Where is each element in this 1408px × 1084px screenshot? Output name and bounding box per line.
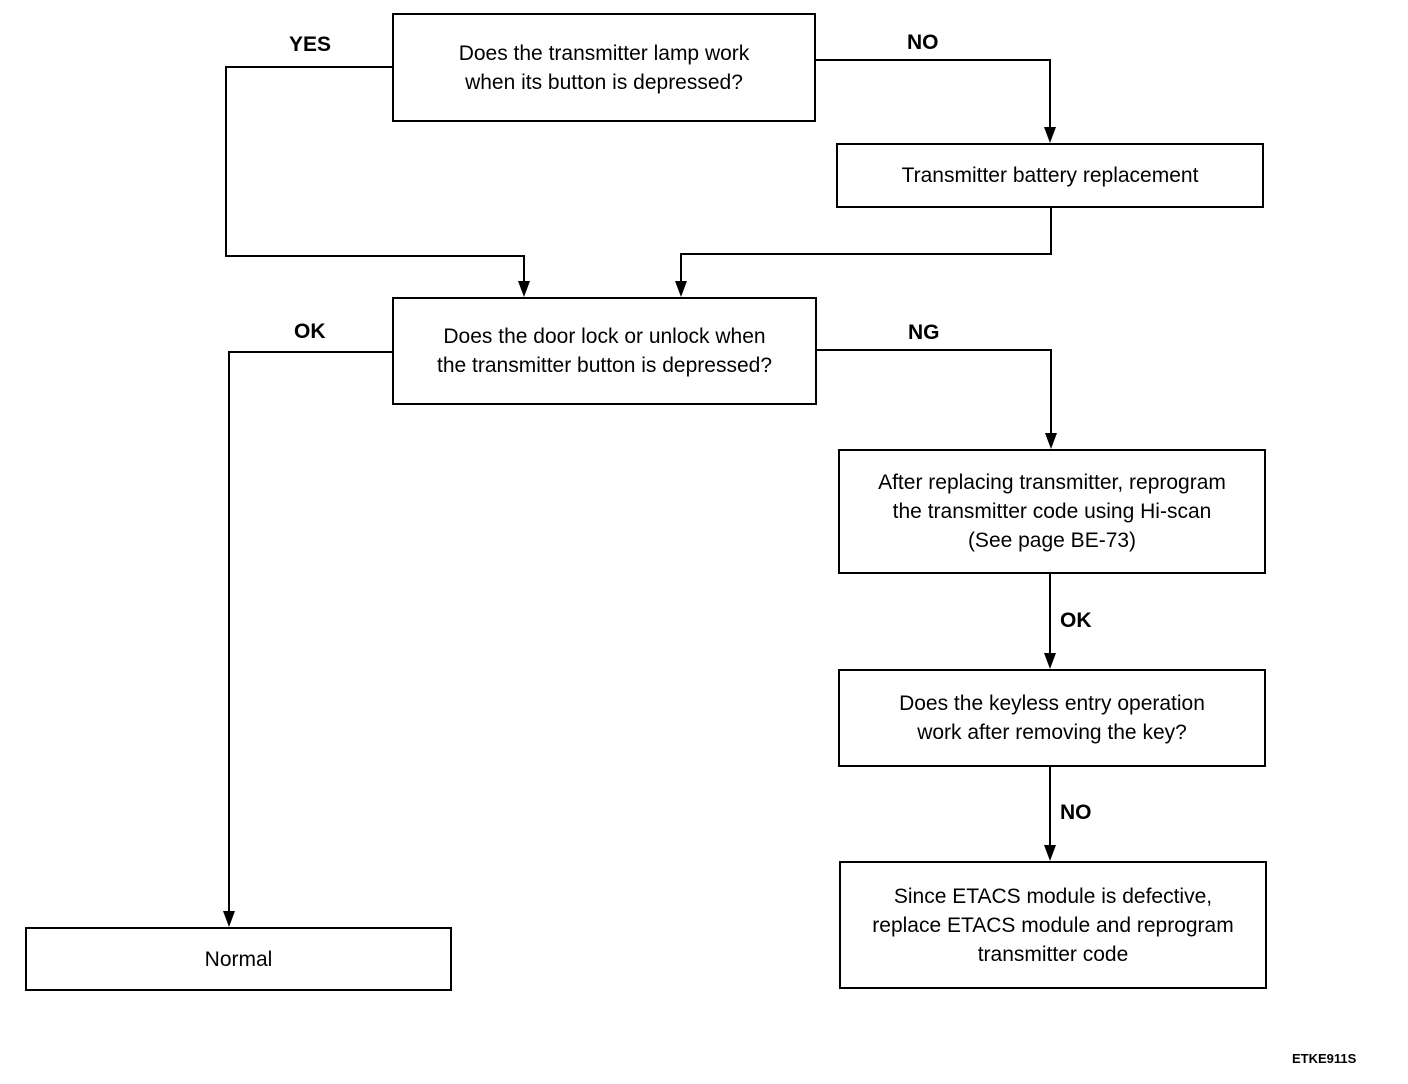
box-battery-replacement: Transmitter battery replacement — [836, 143, 1264, 208]
label-no-bottom: NO — [1060, 801, 1092, 824]
box-text-line: work after removing the key? — [917, 721, 1187, 744]
box-normal: Normal — [25, 927, 452, 991]
label-ok-right: OK — [1060, 609, 1092, 632]
box-text-line: the transmitter code using Hi-scan — [892, 500, 1212, 523]
box-text-line: Does the door lock or unlock when — [443, 325, 766, 348]
box-etacs-replacement: Since ETACS module is defective, replace… — [839, 861, 1267, 989]
connector-no-top — [815, 59, 1051, 128]
box-text-line: After replacing transmitter, reprogram — [878, 471, 1226, 494]
box-door-lock-question: Does the door lock or unlock when the tr… — [392, 297, 817, 405]
box-text-line: transmitter code — [977, 942, 1129, 966]
box-text-line: Does the keyless entry operation — [899, 692, 1205, 715]
arrowhead-etacs — [1044, 845, 1056, 861]
box-transmitter-lamp-question: Does the transmitter lamp work when its … — [392, 13, 816, 122]
arrowhead-normal — [223, 911, 235, 927]
connector-yes — [225, 66, 525, 282]
arrowhead-q2-right — [675, 281, 687, 297]
arrowhead-q3 — [1044, 653, 1056, 669]
box-text-line: the transmitter button is depressed? — [436, 354, 772, 377]
box-text-line: Normal — [204, 947, 273, 971]
label-no-top: NO — [907, 31, 939, 54]
arrowhead-q2-left — [518, 281, 530, 297]
box-keyless-entry-question: Does the keyless entry operation work af… — [838, 669, 1266, 767]
arrowhead-battery — [1044, 127, 1056, 143]
box-text-line: (See page BE-73) — [967, 529, 1137, 552]
figure-code: ETKE911S — [1292, 1051, 1357, 1066]
box-text-line: Transmitter battery replacement — [901, 164, 1199, 187]
box-reprogram-transmitter: After replacing transmitter, reprogram t… — [838, 449, 1266, 574]
box-text-line: Does the transmitter lamp work — [458, 41, 750, 65]
label-ng: NG — [908, 321, 940, 344]
label-ok-left: OK — [294, 320, 326, 343]
connector-battery-to-q2 — [680, 207, 1052, 282]
connector-ok-left — [228, 351, 393, 912]
box-text-line: when its button is depressed? — [465, 70, 743, 94]
connector-ng — [816, 349, 1052, 434]
label-yes: YES — [289, 33, 332, 56]
box-text-line: replace ETACS module and reprogram — [872, 913, 1234, 937]
arrowhead-reprogram — [1045, 433, 1057, 449]
box-text-line: Since ETACS module is defective, — [893, 884, 1213, 908]
